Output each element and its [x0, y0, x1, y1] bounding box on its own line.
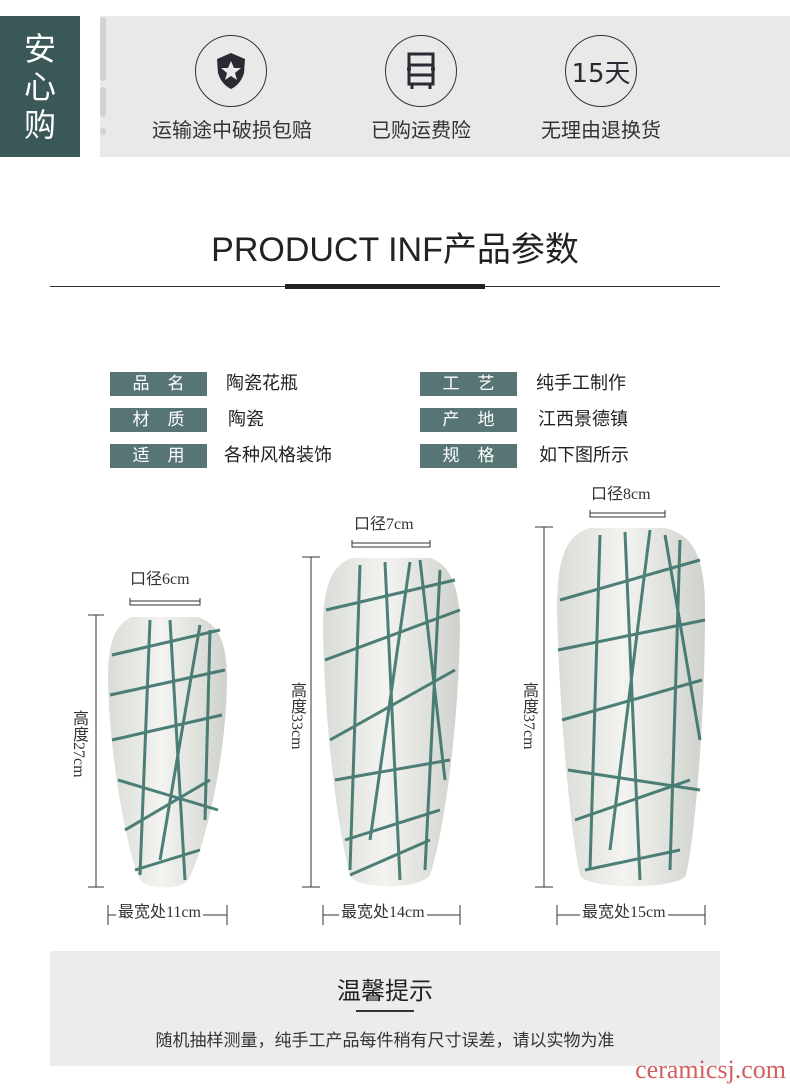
- param-value: 陶瓷: [228, 409, 264, 430]
- param-value: 江西景德镇: [538, 409, 628, 430]
- param-value: 各种风格装饰: [224, 445, 332, 466]
- guarantee-label: 无理由退换货: [541, 118, 661, 142]
- height-dimension: 高度33cm: [284, 682, 308, 750]
- height-dimension: 高度27cm: [66, 710, 90, 778]
- truck-icon: [385, 35, 457, 107]
- divider: [100, 128, 106, 135]
- shield-star-icon: [195, 35, 267, 107]
- vase-small: [108, 617, 227, 888]
- param-value: 陶瓷花瓶: [226, 373, 298, 394]
- divider-accent: [285, 284, 485, 289]
- guarantee-label: 运输途中破损包赔: [152, 118, 312, 142]
- param-value: 纯手工制作: [536, 373, 626, 394]
- param-label: 规格: [420, 444, 517, 468]
- height-dimension: 高度37cm: [516, 682, 540, 750]
- param-label: 适用: [110, 444, 207, 468]
- mouth-dimension: 口径7cm: [352, 510, 416, 534]
- width-dimension: 最宽处14cm: [339, 898, 427, 922]
- mouth-dimension: 口径6cm: [128, 565, 192, 589]
- param-value: 如下图所示: [539, 445, 629, 466]
- param-label: 品名: [110, 372, 207, 396]
- tip-text: 随机抽样测量，纯手工产品每件稍有尺寸误差，请以实物为准: [155, 1031, 615, 1051]
- 15-days-icon: 15天: [565, 35, 637, 107]
- divider: [100, 17, 106, 81]
- width-dimension: 最宽处11cm: [116, 898, 203, 922]
- vases-illustration: [88, 510, 706, 925]
- tip-box: 温馨提示 随机抽样测量，纯手工产品每件稍有尺寸误差，请以实物为准: [50, 951, 720, 1066]
- badge-char: 心: [23, 68, 56, 106]
- badge-char: 安: [23, 30, 56, 68]
- section-title: PRODUCT INF产品参数: [211, 231, 579, 269]
- vase-large: [557, 528, 705, 887]
- tip-underline: [356, 1010, 414, 1012]
- divider: [100, 87, 106, 117]
- watermark: ceramicsj.com: [635, 1055, 786, 1084]
- width-dimension: 最宽处15cm: [580, 898, 668, 922]
- guarantee-badge: 安 心 购: [0, 16, 80, 157]
- icon-text: 15天: [571, 58, 631, 89]
- param-label: 产地: [420, 408, 517, 432]
- badge-char: 购: [23, 106, 56, 144]
- guarantee-label: 已购运费险: [371, 118, 471, 142]
- param-label: 材质: [110, 408, 207, 432]
- param-label: 工艺: [420, 372, 517, 396]
- tip-title: 温馨提示: [337, 977, 433, 1005]
- mouth-dimension: 口径8cm: [589, 480, 653, 504]
